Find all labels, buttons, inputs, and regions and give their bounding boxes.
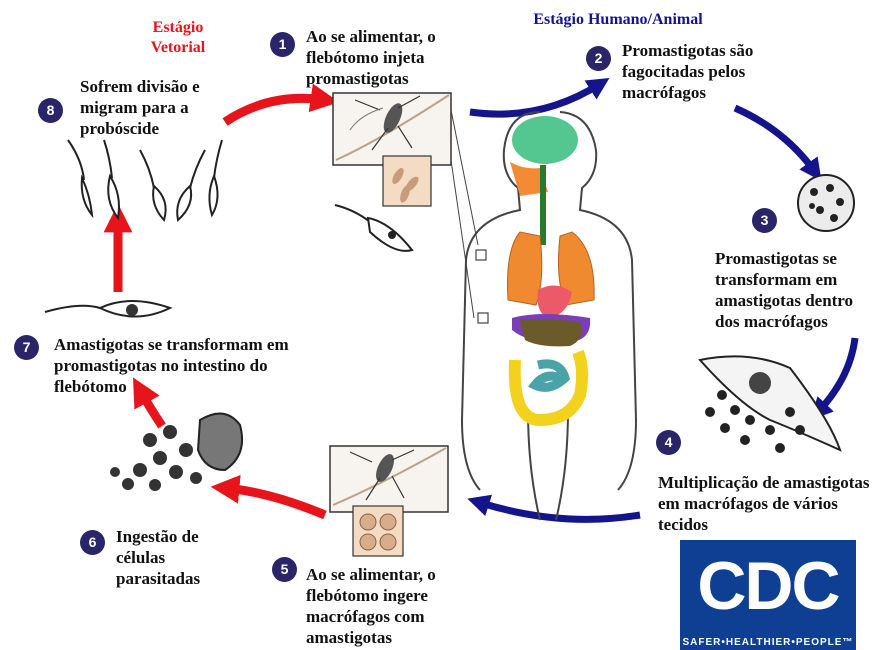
arrow-5-to-6	[225, 488, 325, 515]
human-stage-title: Estágio Humano/Animal	[508, 10, 728, 30]
step-3-label: Promastigotas se transformam em amastigo…	[715, 248, 855, 332]
dividing-promastigotes-illustration	[68, 140, 222, 220]
step-5-label: Ao se alimentar, o flebótomo ingere macr…	[306, 564, 456, 648]
arrow-8-to-1	[225, 98, 325, 122]
human-body-illustration	[462, 112, 636, 520]
promastigote-gut-illustration	[45, 301, 170, 317]
step-1-label: Ao se alimentar, o flebótomo injeta prom…	[306, 26, 456, 89]
sandfly-feeding-illustration-top	[333, 93, 478, 318]
arrow-3-to-4	[818, 338, 855, 412]
arrow-2-to-3	[735, 108, 815, 172]
parasitized-cells-illustration	[110, 414, 242, 491]
step-2-label: Promastigotas são fagocitadas pelos macr…	[622, 40, 762, 103]
arrow-1-to-2	[470, 84, 600, 114]
cdc-logo: CDC SAFER•HEALTHIER•PEOPLE™	[680, 540, 856, 650]
step-7-label: Amastigotas se transformam em promastigo…	[54, 334, 306, 397]
step-8-badge: 8	[38, 98, 63, 123]
cdc-logo-text: CDC	[680, 546, 856, 626]
step-1-badge: 1	[270, 32, 295, 57]
vector-stage-title: Estágio Vetorial	[128, 18, 228, 58]
infected-macrophage-tissue	[700, 356, 840, 453]
macrophage-illustration	[798, 175, 854, 231]
step-4-badge: 4	[656, 430, 681, 455]
promastigote-illustration	[335, 205, 412, 251]
step-5-badge: 5	[272, 557, 297, 582]
step-6-badge: 6	[80, 530, 105, 555]
step-7-badge: 7	[14, 335, 39, 360]
step-8-label: Sofrem divisão e migram para a probóscid…	[80, 76, 204, 139]
step-4-label: Multiplicação de amastigotas em macrófag…	[658, 472, 880, 535]
cdc-logo-tagline: SAFER•HEALTHIER•PEOPLE™	[680, 637, 856, 648]
sandfly-feeding-illustration-bottom	[330, 446, 448, 556]
step-6-label: Ingestão de células parasitadas	[116, 526, 226, 589]
step-2-badge: 2	[586, 46, 611, 71]
step-3-badge: 3	[752, 208, 777, 233]
